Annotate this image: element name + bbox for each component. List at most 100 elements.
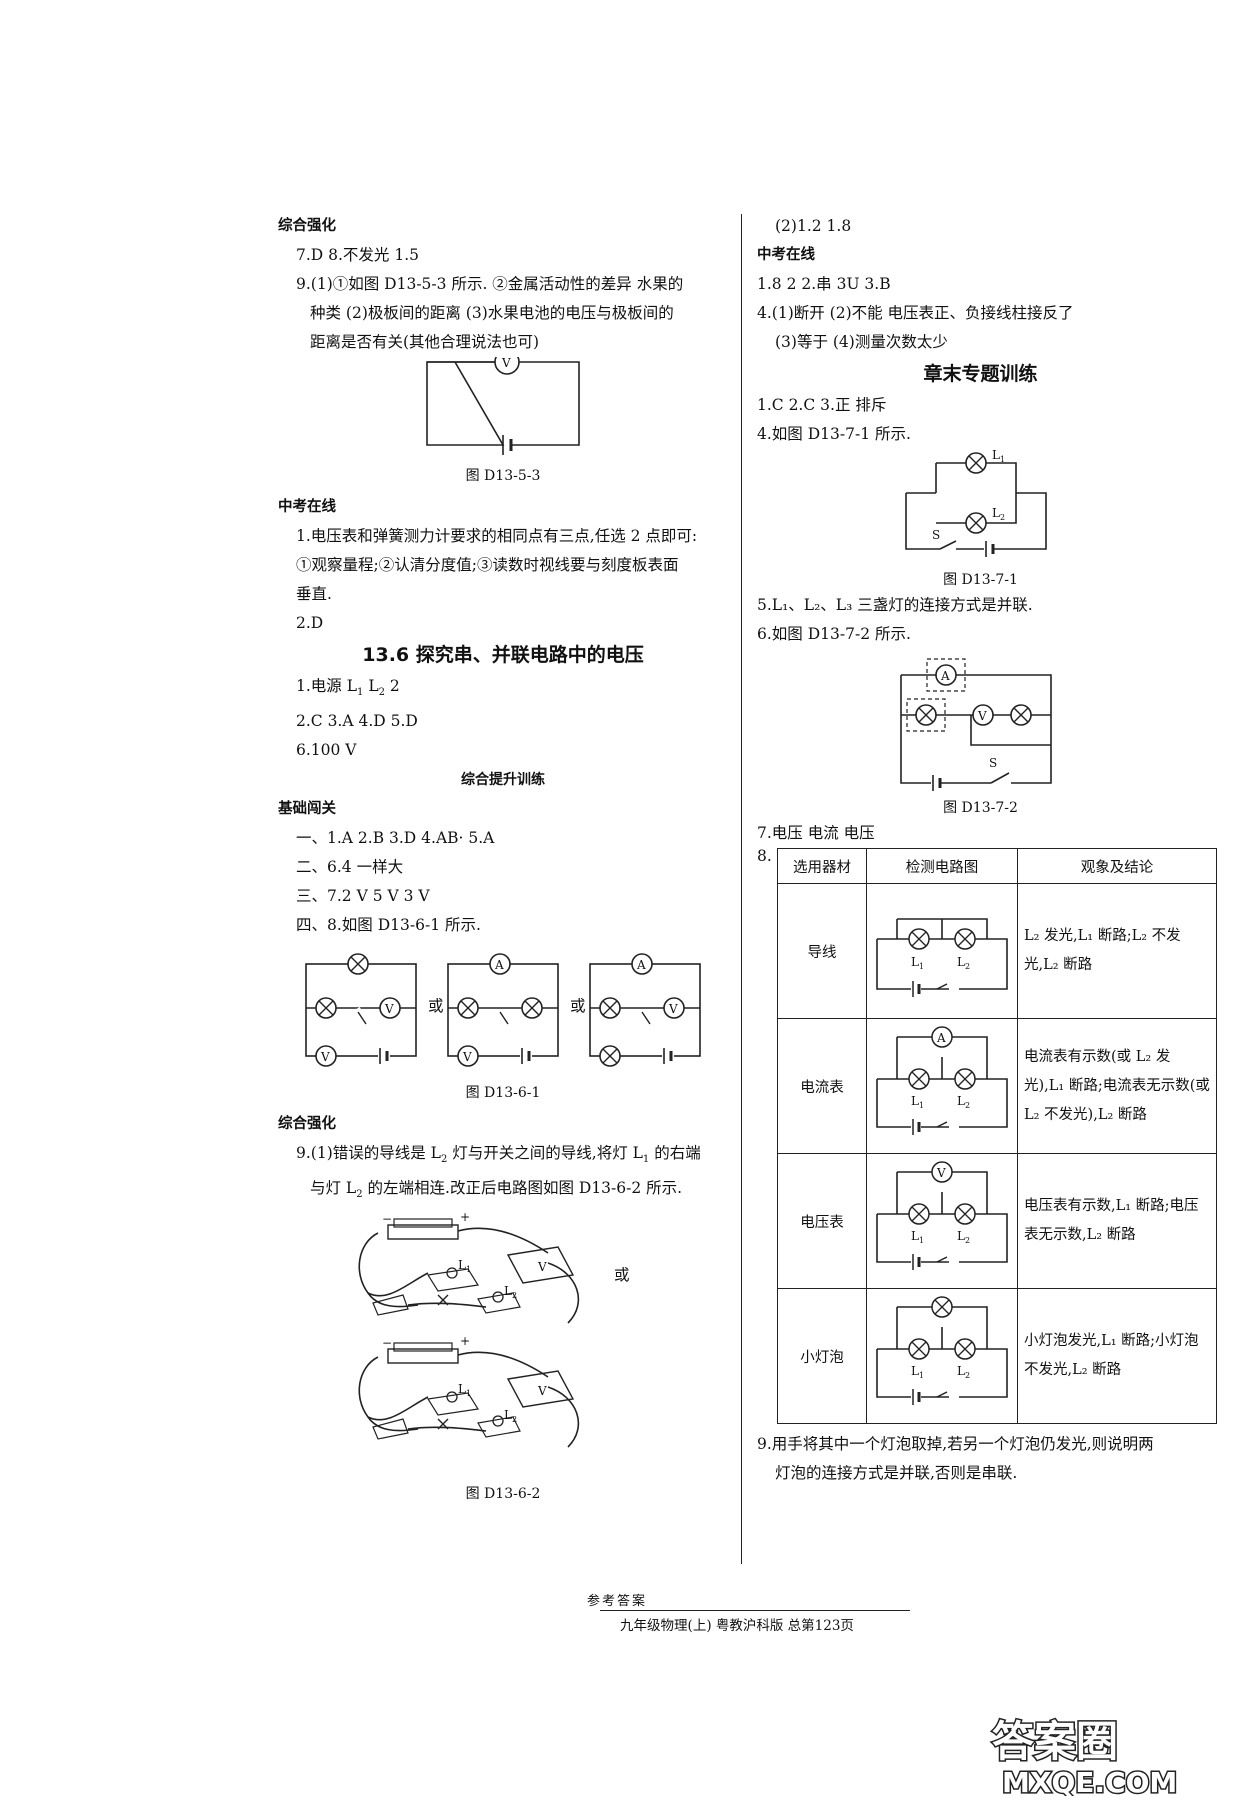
or-text: 或 [428, 997, 444, 1016]
answer-line: (2)1.2 1.8 [775, 217, 852, 235]
answer-line: 5.L₁、L₂、L₃ 三盏灯的连接方式是并联. [757, 596, 1033, 614]
table-cell-tool: 电压表 [777, 1153, 867, 1289]
svg-text:A: A [940, 669, 950, 683]
answer-line: 距离是否有关(其他合理说法也可) [310, 333, 540, 351]
table-block: 8. 选用器材 检测电路图 观象及结论 导线 [757, 847, 1217, 1424]
heading-jichu: 基础闯关 [278, 801, 336, 818]
answer-line: 四、8.如图 D13-6-1 所示. [296, 916, 481, 935]
figure-d13-6-1: V V A V [278, 950, 728, 1068]
answer-line: 6.100 V [296, 741, 357, 760]
svg-text:V: V [537, 1260, 547, 1274]
heading-zonghe-1: 综合强化 [278, 218, 336, 234]
svg-text:V: V [537, 1384, 547, 1398]
svg-text:L1: L1 [992, 449, 1005, 464]
figure-d13-7-1: L1 L2 S [904, 449, 1047, 557]
table-cell-tool: 电流表 [777, 1018, 867, 1154]
table-cell-diagram: L1 L2 [866, 1288, 1018, 1424]
table-header: 选用器材 [777, 848, 867, 884]
column-divider [741, 214, 742, 1564]
answer-line: 与灯 L2 的左端相连.改正后电路图如图 D13-6-2 所示. [310, 1179, 683, 1201]
svg-text:S: S [989, 756, 997, 770]
answer-number: 8. [757, 847, 772, 865]
svg-text:L2: L2 [957, 1364, 970, 1380]
svg-text:L1: L1 [911, 1364, 924, 1380]
figure-caption: 图 D13-7-1 [943, 572, 1018, 588]
svg-text:V: V [501, 357, 511, 370]
table-cell-diagram: V L1 L2 [866, 1153, 1018, 1289]
answer-line: 三、7.2 V 5 V 3 V [296, 887, 430, 906]
table-header: 观象及结论 [1017, 848, 1217, 884]
answer-line: 9.(1)错误的导线是 L2 灯与开关之间的导线,将灯 L1 的右端 [296, 1144, 701, 1166]
table-cell-tool: 导线 [777, 883, 867, 1019]
answer-line: 二、6.4 一样大 [296, 858, 404, 877]
svg-text:L2: L2 [992, 506, 1005, 522]
answer-line: 1.8 2 2.串 3U 3.B [757, 275, 891, 293]
answer-line: 9.(1)①如图 D13-5-3 所示. ②金属活动性的差异 水果的 [296, 275, 684, 293]
table-cell-result: 小灯泡发光,L₁ 断路;小灯泡不发光,L₂ 断路 [1017, 1288, 1217, 1424]
table-row: 电流表 A L1 L2 [777, 1018, 1217, 1154]
svg-text:A: A [636, 958, 646, 972]
table-cell-result: L₂ 发光,L₁ 断路;L₂ 不发光,L₂ 断路 [1017, 883, 1217, 1019]
answer-line: 4.(1)断开 (2)不能 电压表正、负接线柱接反了 [757, 304, 1074, 322]
or-text: 或 [570, 997, 586, 1016]
svg-text:+: + [460, 1213, 470, 1224]
svg-text:−: − [382, 1336, 392, 1350]
svg-text:V: V [320, 1050, 330, 1064]
answer-line: (3)等于 (4)测量次数太少 [775, 333, 948, 351]
answer-line: 2.C 3.A 4.D 5.D [296, 712, 418, 731]
right-column: (2)1.2 1.8 中考在线 1.8 2 2.串 3U 3.B 4.(1)断开… [757, 212, 1217, 1488]
figure-d13-7-2: A V S [899, 658, 1052, 791]
figure-caption: 图 D13-5-3 [465, 468, 541, 484]
table-cell-diagram: A L1 L2 [866, 1018, 1018, 1154]
svg-text:MXQE.COM: MXQE.COM [1002, 1766, 1177, 1796]
figure-caption: 图 D13-6-1 [465, 1085, 541, 1102]
table-cell-diagram: L1 L2 [866, 883, 1018, 1019]
svg-text:L1: L1 [911, 955, 924, 971]
svg-text:V: V [462, 1050, 472, 1064]
answer-line: 7.D 8.不发光 1.5 [296, 246, 420, 264]
svg-text:L2: L2 [957, 1229, 970, 1245]
table-cell-result: 电流表有示数(或 L₂ 发光),L₁ 断路;电流表无示数(或 L₂ 不发光),L… [1017, 1018, 1217, 1154]
svg-text:L2: L2 [504, 1284, 517, 1300]
figure-caption: 图 D13-6-2 [465, 1486, 541, 1503]
answer-line: 2.D [296, 614, 324, 632]
svg-text:V: V [977, 709, 987, 723]
answer-line: 垂直. [296, 585, 332, 603]
answer-line: 4.如图 D13-7-1 所示. [757, 425, 911, 443]
svg-text:S: S [932, 528, 940, 542]
svg-text:L2: L2 [957, 1094, 970, 1110]
heading-zonghe-2: 综合强化 [278, 1116, 336, 1133]
section-title-13-6: 13.6 探究串、并联电路中的电压 [362, 644, 644, 666]
answer-line: 6.如图 D13-7-2 所示. [757, 625, 911, 643]
or-text: 或 [614, 1266, 630, 1285]
figure-caption: 图 D13-7-2 [943, 800, 1018, 816]
answer-line: 1.电源 L1 L2 2 [296, 677, 400, 699]
svg-text:L1: L1 [458, 1258, 471, 1274]
answer-line: 1.C 2.C 3.正 排斥 [757, 396, 887, 414]
svg-text:答案圈: 答案圈 [992, 1717, 1118, 1766]
svg-text:L2: L2 [504, 1408, 517, 1424]
table-cell-tool: 小灯泡 [777, 1288, 867, 1424]
footer-line: 九年级物理(上) 粤教沪科版 总第123页 [620, 1618, 854, 1634]
answer-line: 种类 (2)极板间的距离 (3)水果电池的电压与极板间的 [310, 304, 674, 322]
heading-zhongkao: 中考在线 [278, 499, 336, 515]
section-title-chapter: 章末专题训练 [923, 363, 1038, 385]
svg-text:V: V [384, 1002, 394, 1016]
subheading-tisheng: 综合提升训练 [461, 772, 545, 789]
svg-text:−: − [382, 1213, 392, 1226]
detection-table: 选用器材 检测电路图 观象及结论 导线 L1 L2 [777, 848, 1217, 1424]
figure-d13-6-2: − + V L1 L2 [278, 1213, 728, 1453]
svg-text:V: V [936, 1166, 946, 1180]
table-header: 检测电路图 [866, 848, 1018, 884]
heading-zhongkao: 中考在线 [757, 247, 815, 263]
footer-title: 参考答案 [586, 1594, 647, 1609]
table-row: 小灯泡 L1 L2 [777, 1288, 1217, 1424]
svg-text:A: A [494, 958, 504, 972]
footer-rule [600, 1610, 910, 1611]
answer-line: ①观察量程;②认清分度值;③读数时视线要与刻度板表面 [296, 556, 679, 574]
svg-text:L1: L1 [458, 1382, 471, 1398]
table-row: 电压表 V L1 L2 [777, 1153, 1217, 1289]
svg-text:L2: L2 [957, 955, 970, 971]
table-cell-result: 电压表有示数,L₁ 断路;电压表无示数,L₂ 断路 [1017, 1153, 1217, 1289]
svg-text:L1: L1 [911, 1094, 924, 1110]
